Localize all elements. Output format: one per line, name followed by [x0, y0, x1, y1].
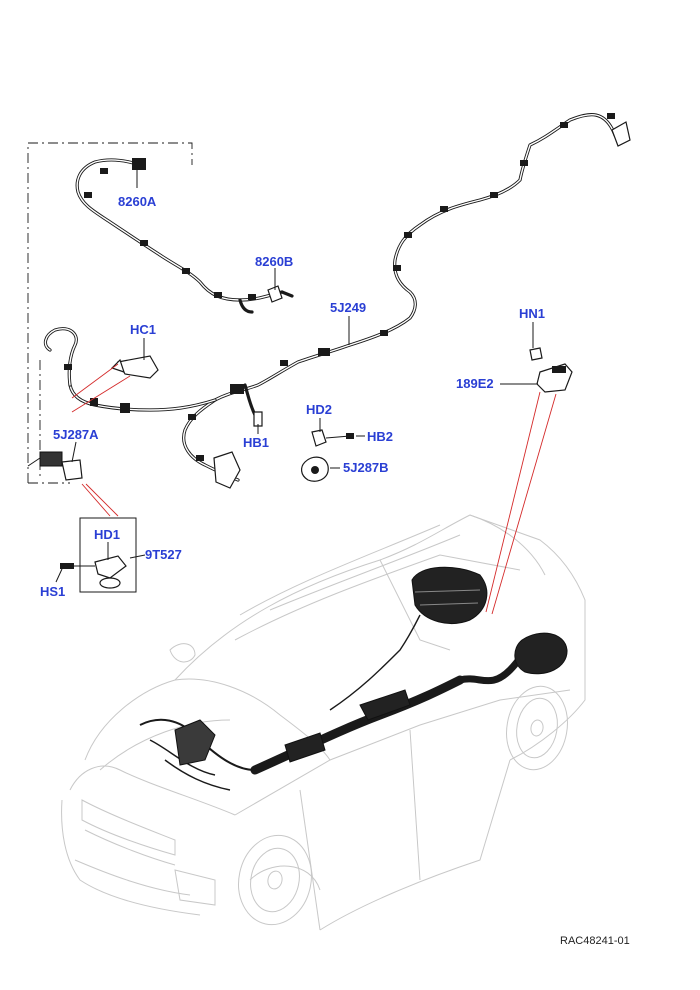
callout-8260B: 8260B — [255, 254, 293, 269]
red-reference-lines — [71, 363, 557, 615]
harness-5J249 — [27, 113, 631, 489]
callout-5J287B: 5J287B — [343, 460, 389, 475]
callout-HS1: HS1 — [40, 584, 65, 599]
callout-5J287A: 5J287A — [53, 427, 99, 442]
sensor-group-right — [301, 429, 354, 482]
callout-HD2: HD2 — [306, 402, 332, 417]
harness-8260 — [75, 158, 294, 314]
callout-HB1: HB1 — [243, 435, 269, 450]
vehicle-exhaust-system — [139, 566, 568, 791]
callout-HN1: HN1 — [519, 306, 545, 321]
callout-HD1: HD1 — [94, 527, 120, 542]
callout-189E2: 189E2 — [456, 376, 494, 391]
callout-8260A: 8260A — [118, 194, 157, 209]
module-189E2 — [529, 347, 573, 393]
callout-HB2: HB2 — [367, 429, 393, 444]
callout-HC1: HC1 — [130, 322, 156, 337]
callout-9T527: 9T527 — [145, 547, 182, 562]
callout-5J249: 5J249 — [330, 300, 366, 315]
leader-lines — [55, 166, 538, 583]
reference-code: RAC48241-01 — [560, 935, 630, 947]
vehicle-outline — [61, 514, 586, 931]
